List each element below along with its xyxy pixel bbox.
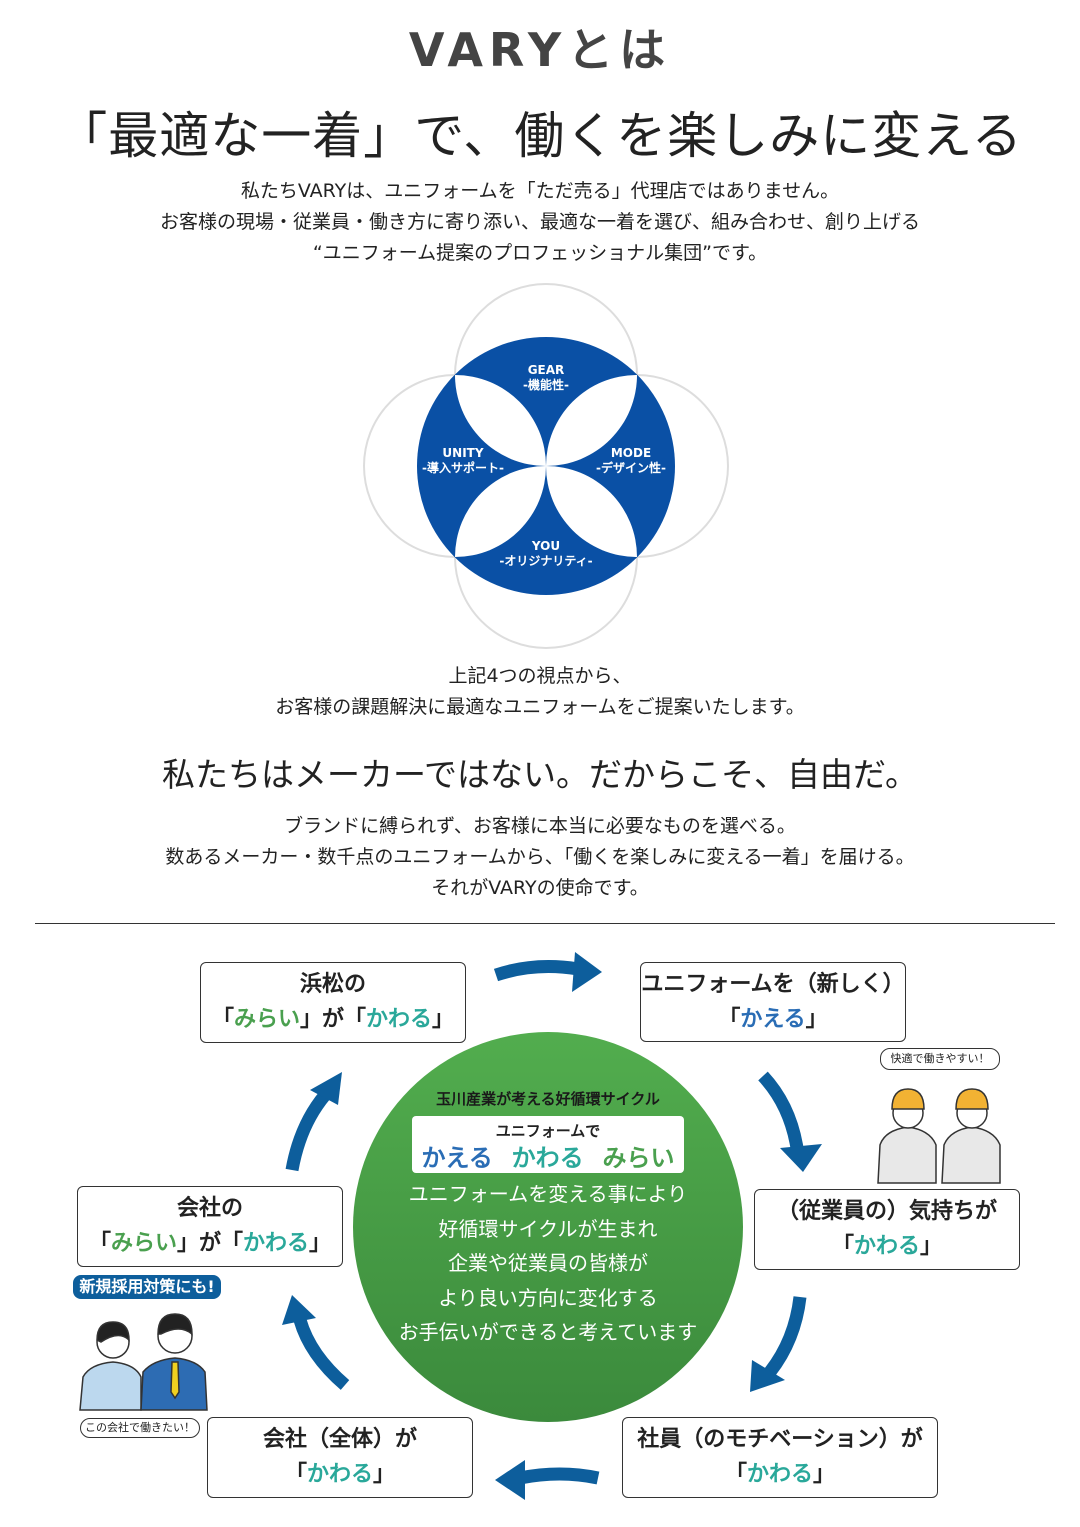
cycle-step-company-future: 会社の 「みらい」が「かわる」: [77, 1186, 343, 1267]
cycle-keywords: ユニフォームで かえる かわる みらい: [412, 1116, 684, 1173]
workers-speech-bubble: 快適で働きやすい！: [880, 1048, 1000, 1070]
mission-line: ブランドに縛られず、お客様に本当に必要なものを選べる。: [284, 815, 796, 837]
mode-label: MODE: [611, 446, 651, 460]
keywords-sub: ユニフォームで: [495, 1122, 601, 1140]
cycle-arrows: [282, 952, 822, 1500]
arrow-left-top: [285, 1090, 331, 1172]
petal: [455, 375, 546, 466]
body-line: 好循環サイクルが生まれ: [438, 1216, 658, 1241]
intro-line: “ユニフォーム提案のプロフェッショナル集団”です。: [312, 242, 768, 264]
arrowhead: [572, 952, 602, 992]
arrowhead: [495, 1460, 525, 1500]
petal: [455, 466, 546, 557]
four-perspectives-diagram: GEAR -機能性- MODE -デザイン性- UNITY -導入サポート- Y…: [363, 283, 729, 649]
headline: 「最適な一着」で、働くを楽しみに変える: [57, 107, 1023, 165]
cycle-body: ユニフォームを変える事により 好循環サイクルが生まれ 企業や従業員の皆様が より…: [353, 1177, 743, 1350]
office-workers-illustration: [79, 1313, 208, 1411]
arrow-right-bottom: [764, 1296, 807, 1377]
section-title: VARYとは: [408, 23, 672, 77]
divider: [35, 923, 1055, 924]
gear-sub: -機能性-: [523, 377, 569, 392]
body-line: ユニフォームを変える事により: [408, 1182, 688, 1206]
unity-sub: -導入サポート-: [422, 460, 504, 475]
after-text: 上記4つの視点から、 お客様の課題解決に最適なユニフォームをご提案いたします。: [0, 661, 1080, 723]
keyword-kawaru: かわる: [511, 1144, 584, 1172]
arrowhead: [780, 1144, 822, 1172]
gear-label: GEAR: [528, 363, 565, 377]
arrow-top: [493, 960, 580, 982]
cycle-title: 玉川産業が考える好循環サイクル: [436, 1090, 660, 1108]
intro-text: 私たちVARYは、ユニフォームを「ただ売る」代理店ではありません。 お客様の現場…: [0, 176, 1080, 269]
cycle-step-company: 会社（全体）が 「かわる」: [207, 1417, 473, 1498]
cycle-step-hamamatsu: 浜松の 「みらい」が「かわる」: [200, 962, 466, 1043]
petal: [546, 375, 637, 466]
arrowhead: [282, 1295, 316, 1325]
cycle-step-uniform: ユニフォームを（新しく） 「かえる」: [640, 962, 906, 1042]
intro-line: 私たちVARYは、ユニフォームを「ただ売る」代理店ではありません。: [240, 180, 840, 202]
maker-heading: 私たちはメーカーではない。だからこそ、自由だ。: [161, 755, 919, 794]
keyword-kaeru: かえる: [421, 1144, 493, 1172]
mission-line: 数あるメーカー・数千点のユニフォームから、「働くを楽しみに変える一着」を届ける。: [165, 846, 915, 868]
cycle-step-feelings: （従業員の）気持ちが 「かわる」: [754, 1189, 1020, 1270]
cycle-step-motivation: 社員（のモチベーション）が 「かわる」: [622, 1417, 938, 1498]
unity-label: UNITY: [442, 446, 483, 460]
arrow-right-top: [758, 1071, 804, 1150]
arrowhead: [750, 1360, 785, 1392]
mission-text: ブランドに縛られず、お客様に本当に必要なものを選べる。 数あるメーカー・数千点の…: [0, 811, 1080, 904]
intro-line: お客様の現場・従業員・働き方に寄り添い、最適な一着を選び、組み合わせ、創り上げる: [159, 211, 920, 233]
arrow-left-bottom: [293, 1318, 350, 1390]
mode-sub: -デザイン性-: [596, 460, 666, 475]
arrow-bottom: [518, 1467, 600, 1485]
cycle-center-circle: 玉川産業が考える好循環サイクル ユニフォームで かえる かわる みらい ユニフォ…: [353, 1032, 743, 1422]
after-line: 上記4つの視点から、: [448, 665, 632, 687]
office-speech-bubble: この会社で働きたい！: [80, 1418, 200, 1438]
workers-illustration: [877, 1088, 1001, 1184]
petal: [546, 466, 637, 557]
you-sub: -オリジナリティ-: [499, 554, 592, 568]
you-label: YOU: [531, 539, 560, 553]
body-line: 企業や従業員の皆様が: [448, 1251, 648, 1275]
arrowhead: [310, 1072, 342, 1105]
keyword-mirai: みらい: [602, 1144, 675, 1172]
body-line: お手伝いができると考えています: [398, 1320, 698, 1344]
after-line: お客様の課題解決に最適なユニフォームをご提案いたします。: [275, 696, 805, 718]
recruit-badge: 新規採用対策にも!: [73, 1275, 221, 1299]
body-line: より良い方向に変化する: [438, 1285, 658, 1310]
mission-line: それがVARYの使命です。: [431, 877, 649, 899]
